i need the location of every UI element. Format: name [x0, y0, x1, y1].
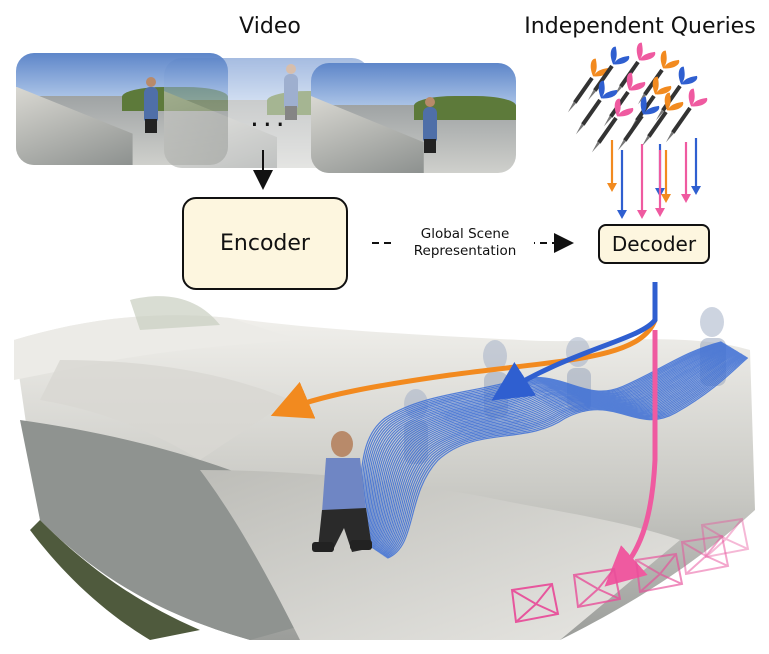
trajectory-line	[378, 352, 741, 553]
scene-representation-line1: Global Scene	[420, 226, 510, 242]
blue-query-path	[491, 282, 658, 401]
camera-frustum-icon	[510, 582, 560, 624]
video-title: Video	[239, 14, 301, 39]
scene-representation-label: Global Scene Representation	[396, 226, 534, 260]
scene-representation-line2: Representation	[413, 243, 517, 259]
trajectory-line	[385, 356, 747, 558]
dart-icon	[665, 88, 708, 143]
dart-icon	[591, 98, 634, 153]
decoder-label: Decoder	[611, 232, 697, 256]
frames-ellipsis: ...	[250, 100, 289, 133]
trajectory-line	[372, 349, 737, 550]
trajectory-line	[384, 355, 746, 557]
trajectory-line	[379, 353, 742, 554]
query-arrow-head	[607, 183, 617, 192]
trajectory-line	[371, 349, 736, 549]
camera-frustum-icon	[700, 517, 750, 559]
camera-frustum-icon	[634, 552, 684, 594]
camera-frustum-icon	[510, 517, 750, 624]
query-arrow-head	[681, 194, 691, 203]
dart-icon	[575, 80, 618, 135]
encoder-block: Encoder	[182, 197, 348, 290]
query-arrow-head	[617, 210, 627, 219]
trajectory-line	[376, 351, 740, 552]
orange-query-path	[270, 318, 658, 419]
trajectory-line	[373, 350, 737, 550]
trajectory-line	[381, 354, 744, 555]
dart-icon	[617, 96, 660, 151]
encoder-label: Encoder	[220, 231, 310, 256]
dart-icon	[587, 46, 630, 101]
trajectory-line	[375, 351, 739, 551]
decoder-block: Decoder	[598, 224, 710, 264]
person-figure	[312, 431, 372, 552]
dart-icon	[641, 92, 684, 147]
dart-icon	[567, 42, 708, 153]
trajectory-line	[374, 350, 738, 551]
query-arrow-head	[655, 208, 665, 217]
trajectory-line	[369, 348, 734, 548]
video-frame-3	[311, 63, 516, 173]
dart-icon	[567, 58, 610, 113]
camera-frustum-icon	[680, 534, 730, 576]
trajectory-line	[377, 352, 741, 553]
query-arrows	[607, 138, 701, 219]
trajectory-line	[386, 356, 748, 559]
pink-query-path	[604, 330, 658, 587]
trajectory-line	[382, 354, 745, 556]
trajectory-line	[370, 348, 735, 548]
query-arrow-head	[637, 210, 647, 219]
query-arrow-head	[691, 186, 701, 195]
trajectory-line	[380, 353, 743, 555]
trajectory-line	[383, 355, 745, 557]
trajectory-line	[387, 357, 749, 559]
query-arrow-head	[661, 194, 671, 203]
camera-frustum-icon	[572, 567, 622, 609]
queries-title: Independent Queries	[524, 14, 756, 39]
